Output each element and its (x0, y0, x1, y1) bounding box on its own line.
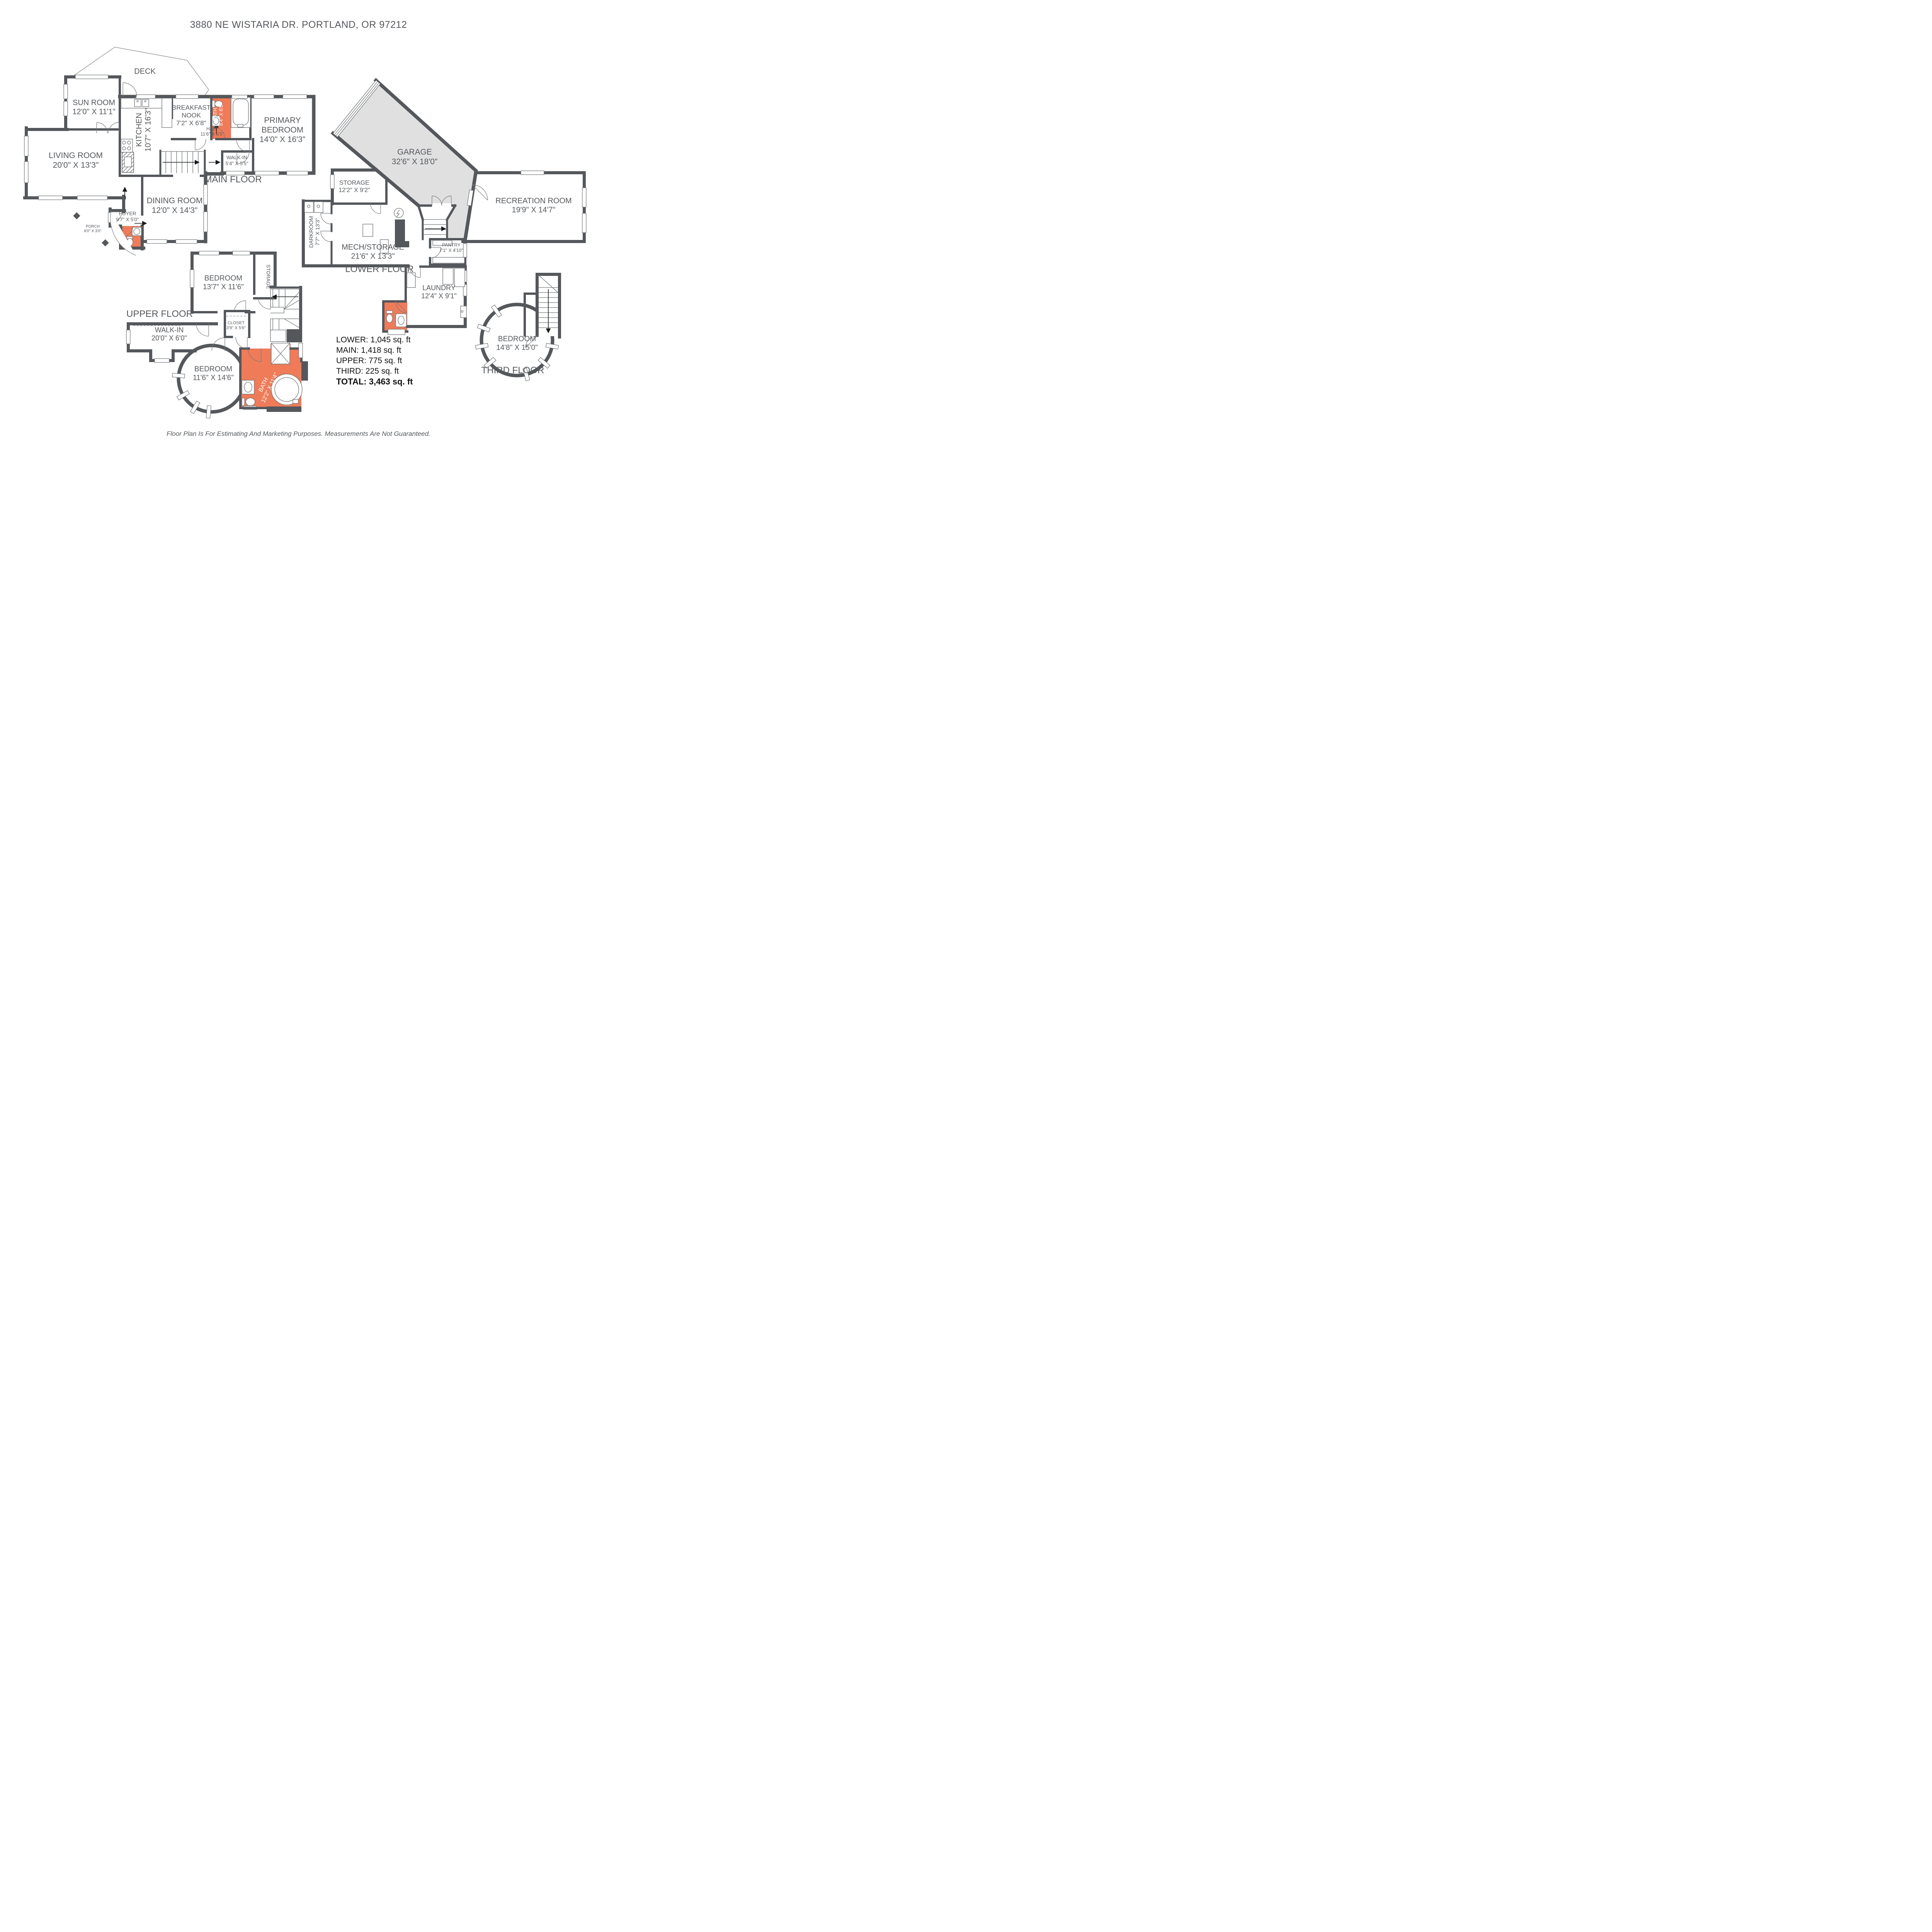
laundry-room (382, 265, 467, 333)
main-bath-fixtures (212, 97, 251, 138)
upper-stairs (269, 286, 302, 336)
room-label-main-floor: MAIN FLOOR (204, 174, 262, 185)
room-label-third-floor: THIRD FLOOR (481, 365, 544, 376)
room-label-darkroom: DARKROOM7'7" X 13'3" (308, 216, 321, 248)
upper-closet (224, 310, 250, 349)
room-label-lower-floor: LOWER FLOOR (345, 264, 413, 274)
porch-area (73, 211, 136, 256)
third-floor-plan (475, 273, 561, 381)
third-floor-windows (475, 304, 559, 381)
stove-icon (121, 139, 133, 153)
main-floor-windows (24, 75, 308, 244)
pantry-room (429, 238, 467, 266)
powder-room-fixtures (122, 226, 142, 247)
lower-floor-plan (302, 78, 587, 335)
upper-walk-in (126, 322, 218, 363)
upper-bath-fixtures (242, 343, 303, 406)
lower-bath-fixtures (386, 301, 408, 335)
third-bedroom-outline (480, 303, 554, 378)
lower-storage-room (330, 168, 388, 214)
lower-entry-stairs (417, 196, 457, 240)
upper-floor-plan (126, 251, 308, 419)
room-label-storage-upper: STORAGE (265, 264, 271, 289)
main-stairs (159, 150, 221, 175)
mech-storage-fixtures (362, 208, 409, 253)
recreation-room-walls (461, 170, 587, 243)
fireplace (122, 152, 134, 173)
garage-fill (333, 80, 476, 239)
main-floor-plan (23, 47, 316, 256)
darkroom-room (302, 199, 410, 267)
third-floor-vestibule (524, 293, 538, 348)
turret-windows (172, 372, 212, 419)
room-label-upper-floor: UPPER FLOOR (126, 309, 193, 319)
room-label-kitchen: KITCHEN10'7" X 16'3" (135, 108, 153, 151)
room-label-deck: DECK (134, 67, 156, 76)
garage-door (333, 80, 381, 137)
third-floor-stairs (536, 273, 561, 338)
kitchen-counter-sink (121, 98, 172, 128)
room-label-bath-main: BATH8'4" X 6'8" (212, 103, 224, 126)
